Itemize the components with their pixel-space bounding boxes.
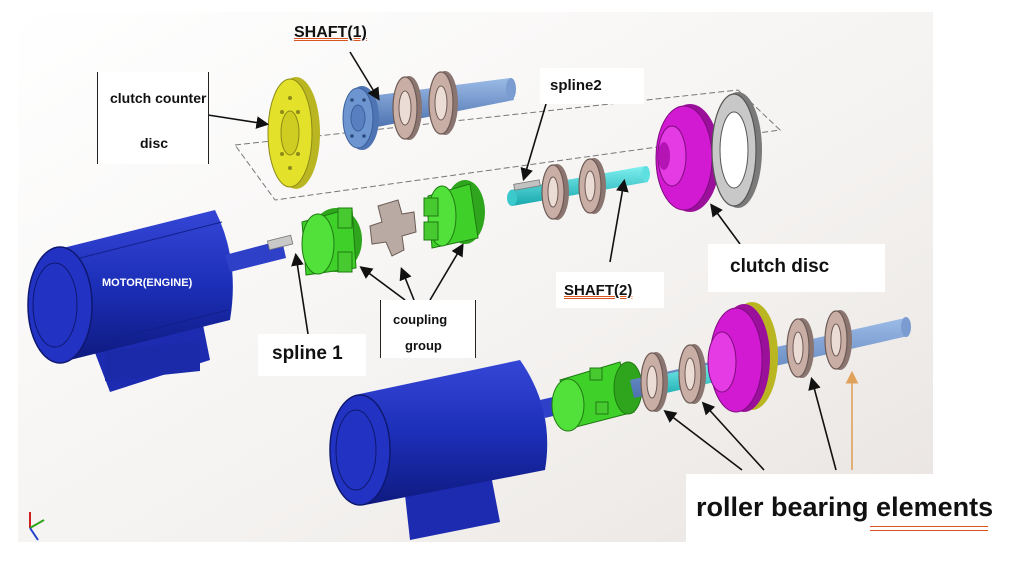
shaft1-label: SHAFT(1) — [294, 24, 367, 42]
guide-frame — [234, 89, 782, 201]
leader-counter-disc — [207, 114, 270, 129]
spline2-label: spline2 — [550, 77, 602, 94]
leader-bearing-a — [663, 410, 743, 471]
coupling-spider-part — [369, 199, 417, 257]
roller-bearing-elements-label-box: roller bearing elements — [686, 474, 1004, 544]
coupling-half-right-part — [423, 180, 485, 249]
clutch-counter-disc-part — [267, 77, 320, 189]
shaft2-label-text: SHAFT(2) — [564, 282, 633, 299]
spline2-label-box: spline2 — [540, 68, 644, 104]
coupling-group-label-box: coupling group — [380, 300, 476, 358]
clutch-disc-part — [655, 104, 720, 212]
clutch-counter-disc-label-line1: clutch counter — [110, 90, 207, 106]
shaft-1-bearings — [392, 71, 458, 140]
bottom-bearings-right — [786, 310, 852, 378]
coupling-group-label-line1: coupling — [393, 312, 448, 327]
coupling-group-label-line2: group — [405, 338, 442, 353]
clutch-disc-label: clutch disc — [730, 256, 830, 277]
shaft1-label-text: SHAFT(1) — [294, 24, 367, 41]
clutch-counter-disc-label-box: clutch counter disc — [97, 72, 209, 164]
roller-bearing-underline — [870, 526, 988, 531]
clutch-disc-label-box: clutch disc — [708, 244, 885, 292]
leader-clutch-disc — [710, 203, 741, 245]
leader-bearing-b — [701, 401, 765, 471]
spline1-label-box: spline 1 — [258, 334, 366, 376]
leader-coupling-c — [429, 243, 464, 301]
leader-bearing-c — [808, 376, 837, 471]
leader-spline1 — [291, 252, 309, 335]
coupling-assembled-part — [551, 361, 643, 432]
leader-shaft2 — [609, 178, 629, 263]
motor-top-part — [27, 210, 294, 392]
spline1-label: spline 1 — [272, 343, 343, 364]
bottom-bearings-left — [640, 344, 706, 412]
motor-bottom-part — [329, 360, 578, 540]
leader-shaft1 — [349, 51, 380, 101]
shaft2-label: SHAFT(2) — [564, 282, 632, 299]
leader-lines — [207, 51, 859, 471]
leader-spline2 — [520, 103, 547, 182]
clutch-assembled-part — [707, 302, 778, 413]
shaft-2-bearings — [541, 158, 606, 220]
clutch-counter-disc-label-line2: disc — [140, 135, 169, 151]
shaft2-label-box: SHAFT(2) — [556, 272, 664, 308]
axis-triad-icon — [29, 512, 45, 541]
motor-engine-label: MOTOR(ENGINE) — [102, 277, 193, 289]
leader-coupling-a — [359, 266, 406, 301]
coupling-half-left-part — [301, 207, 362, 276]
friction-ring-part — [711, 92, 762, 208]
roller-bearing-elements-label: roller bearing elements — [696, 492, 994, 522]
leader-coupling-b — [399, 267, 415, 301]
